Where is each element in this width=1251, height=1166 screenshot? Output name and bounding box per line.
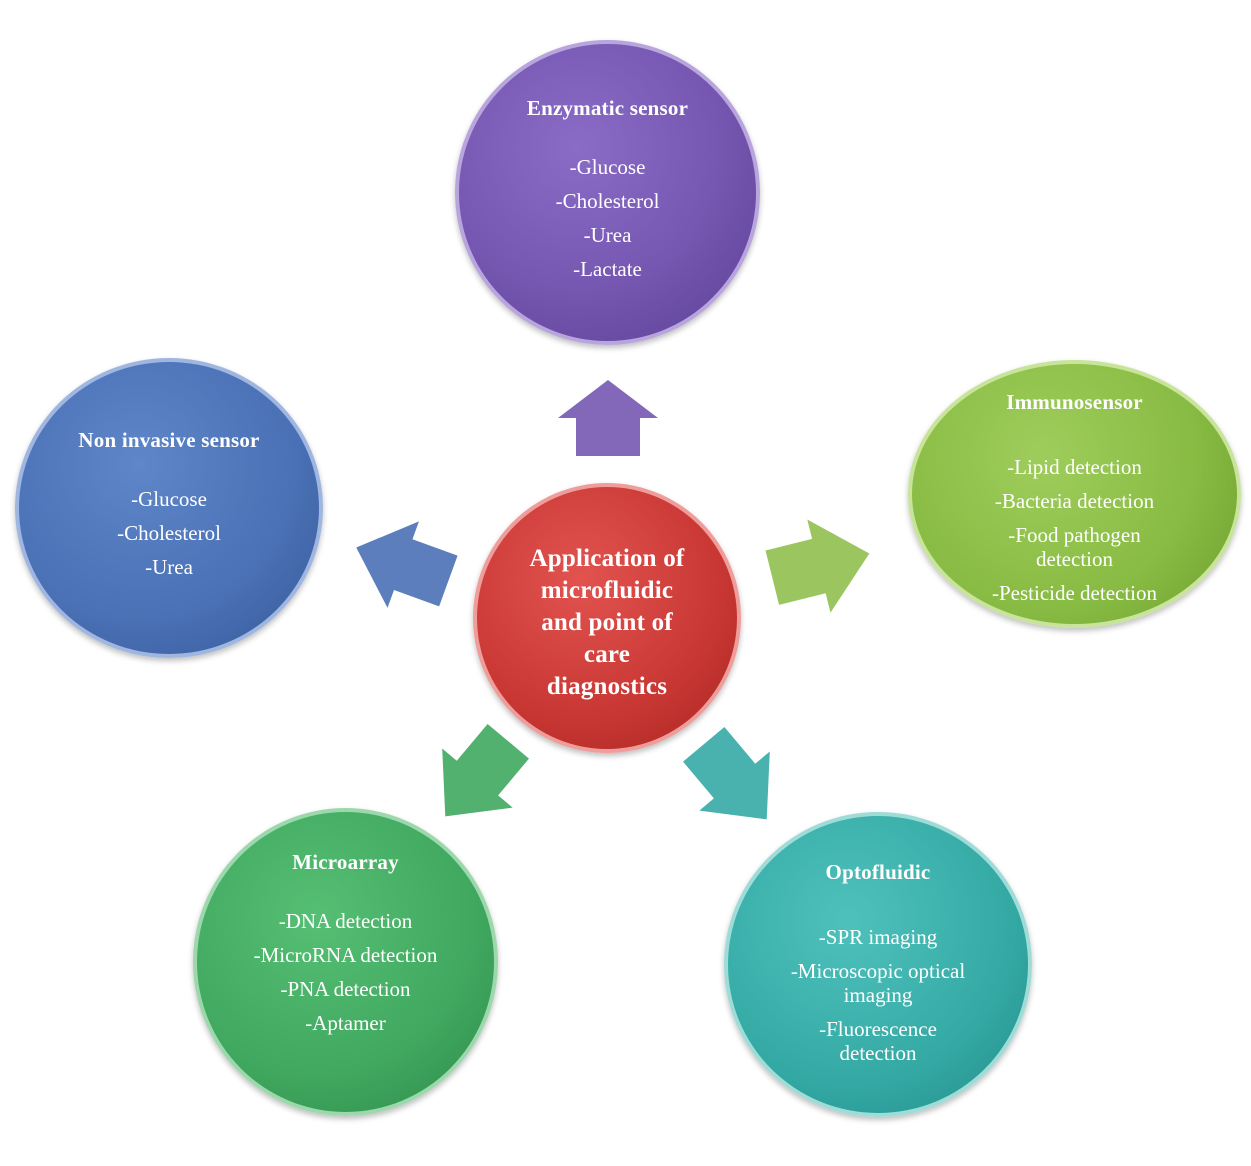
non-invasive-sensor-node: Non invasive sensor -Glucose -Cholestero… xyxy=(15,358,323,658)
enzymatic-sensor-node: Enzymatic sensor -Glucose -Cholesterol -… xyxy=(455,40,760,345)
microarray-item: -PNA detection xyxy=(280,977,411,1001)
non-invasive-sensor-list: -Glucose -Cholesterol -Urea xyxy=(117,487,221,589)
central-topic-line: microfluidic xyxy=(540,577,674,604)
immunosensor-item: -Bacteria detection xyxy=(994,489,1155,513)
microarray-item: -Aptamer xyxy=(305,1011,386,1035)
central-topic-node: Application of microfluidic and point of… xyxy=(473,483,741,753)
immunosensor-list: -Lipid detection -Bacteria detection -Fo… xyxy=(985,455,1165,615)
central-topic-line: and point of xyxy=(541,609,673,636)
enzymatic-item: -Urea xyxy=(583,223,632,247)
enzymatic-item: -Glucose xyxy=(569,155,646,179)
immunosensor-item: -Lipid detection xyxy=(1007,455,1142,479)
arrow-left-to-noninvasive xyxy=(356,521,458,608)
arrow-up-to-enzymatic xyxy=(558,380,658,456)
optofluidic-item: -Fluorescence detection xyxy=(819,1017,937,1065)
immunosensor-item: -Food pathogen detection xyxy=(1008,523,1141,571)
microarray-list: -DNA detection -MicroRNA detection -PNA … xyxy=(254,909,438,1045)
immunosensor-node: Immunosensor -Lipid detection -Bacteria … xyxy=(908,360,1241,628)
optofluidic-item: -Microscopic optical imaging xyxy=(790,959,966,1007)
central-topic-line: care xyxy=(583,641,631,668)
optofluidic-node: Optofluidic -SPR imaging -Microscopic op… xyxy=(724,812,1032,1117)
immunosensor-item: -Pesticide detection xyxy=(991,581,1158,605)
optofluidic-item: -SPR imaging xyxy=(818,925,938,949)
enzymatic-item: -Lactate xyxy=(573,257,642,281)
central-topic-line: diagnostics xyxy=(546,673,668,700)
arrow-right-to-immuno xyxy=(765,519,870,613)
microarray-node: Microarray -DNA detection -MicroRNA dete… xyxy=(193,808,498,1116)
optofluidic-title: Optofluidic xyxy=(825,860,931,884)
arrow-down-right-to-optofluidic xyxy=(683,726,770,820)
non-invasive-item: -Cholesterol xyxy=(117,521,221,545)
enzymatic-sensor-list: -Glucose -Cholesterol -Urea -Lactate xyxy=(556,155,660,291)
immunosensor-title: Immunosensor xyxy=(1006,390,1143,414)
optofluidic-list: -SPR imaging -Microscopic optical imagin… xyxy=(768,925,988,1075)
non-invasive-sensor-title: Non invasive sensor xyxy=(78,428,260,452)
microarray-item: -MicroRNA detection xyxy=(253,943,438,967)
enzymatic-item: -Cholesterol xyxy=(555,189,660,213)
central-topic-line: Application of xyxy=(529,545,685,572)
microarray-item: -DNA detection xyxy=(278,909,413,933)
non-invasive-item: -Glucose xyxy=(131,487,207,511)
microarray-title: Microarray xyxy=(292,850,399,874)
enzymatic-sensor-title: Enzymatic sensor xyxy=(526,96,689,120)
non-invasive-item: -Urea xyxy=(145,555,193,579)
arrow-down-left-to-microarray xyxy=(442,723,529,817)
